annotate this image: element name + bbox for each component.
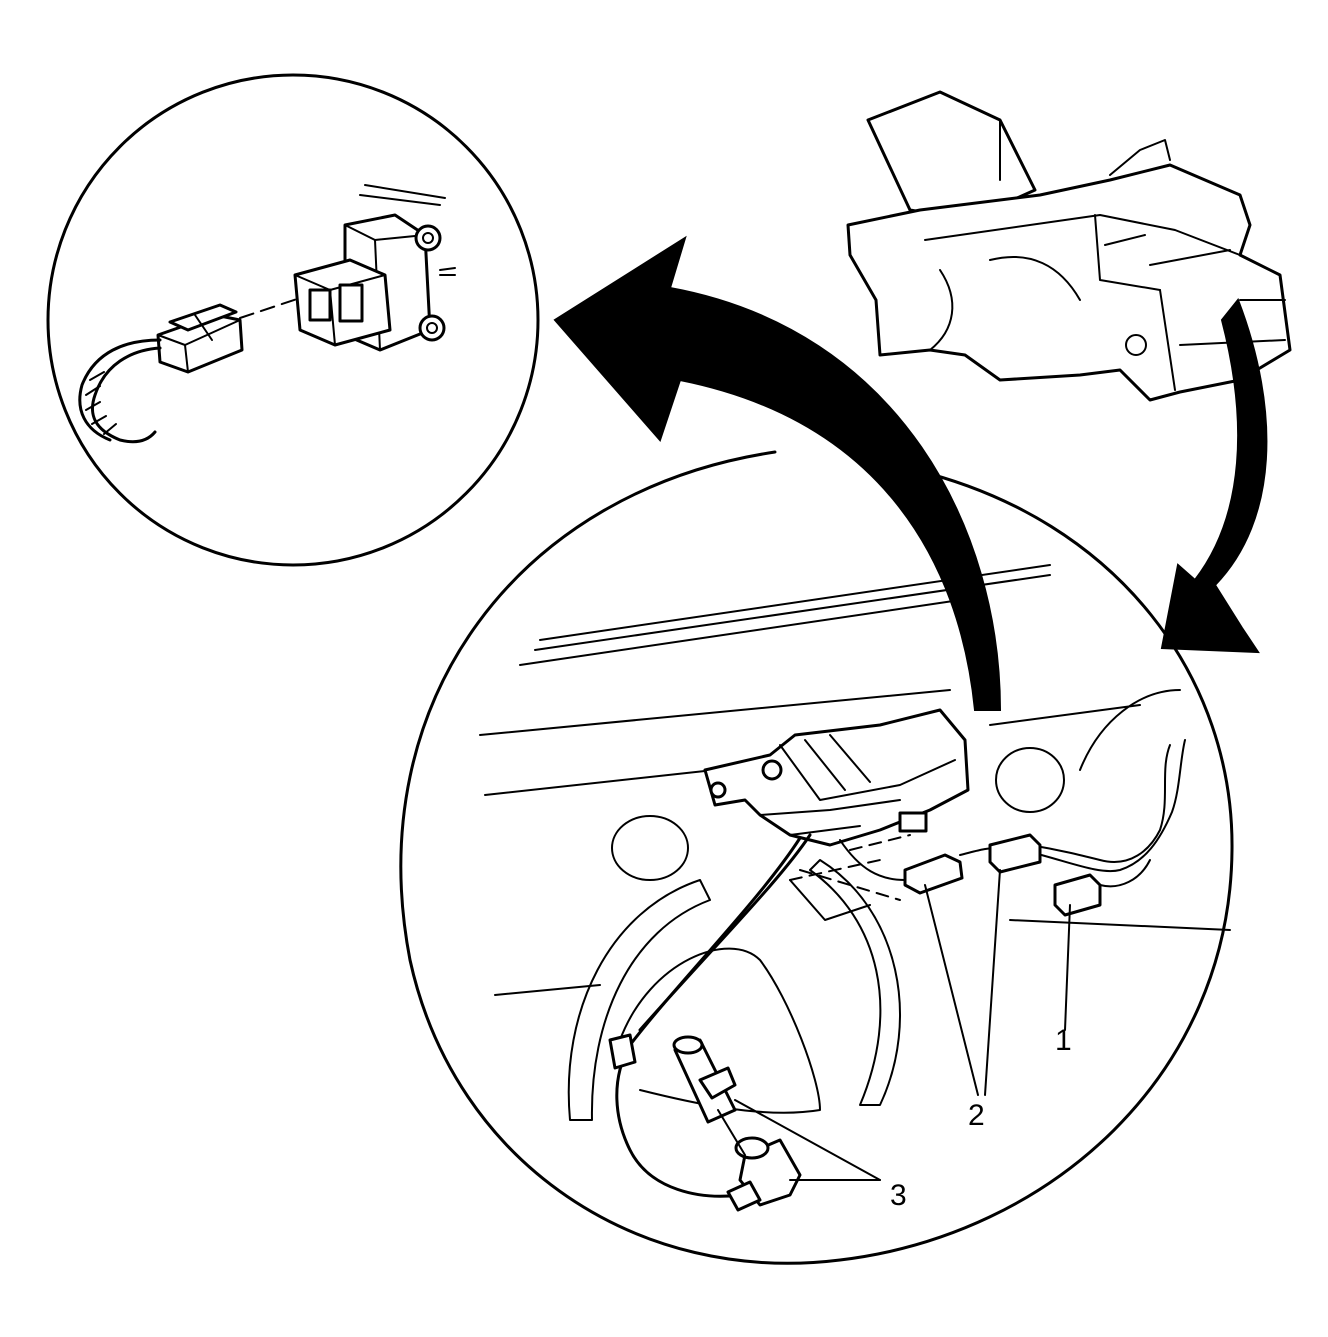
callout-label-2: 2 <box>968 1099 985 1132</box>
wire-harness <box>78 338 162 444</box>
installation-view <box>399 450 1234 1265</box>
harness-connectors <box>903 833 1042 895</box>
ground-connector <box>1053 873 1102 917</box>
arrow-to-detail <box>553 235 1002 711</box>
module-housing <box>293 184 456 352</box>
callout-label-3: 3 <box>890 1179 907 1212</box>
callout-label-1: 1 <box>1055 1024 1072 1057</box>
vehicle-location-view <box>846 90 1292 402</box>
latch-assembly <box>703 708 970 847</box>
switch-wiring <box>615 739 1186 1198</box>
alignment-line <box>239 297 301 319</box>
latch-switch-sensor <box>672 1035 802 1212</box>
connector-detail-view <box>46 73 540 567</box>
callout-leaders <box>734 869 1071 1181</box>
harness-connector <box>156 303 244 374</box>
arrow-to-location <box>1160 298 1268 654</box>
